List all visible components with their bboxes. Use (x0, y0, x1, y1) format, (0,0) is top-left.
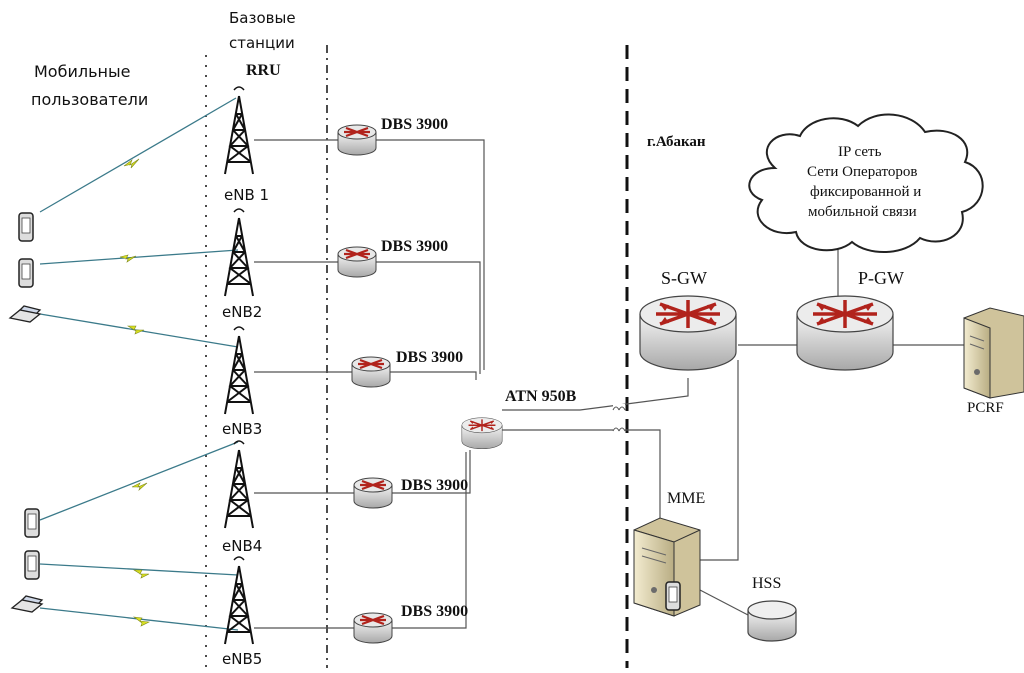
enb2-label: eNB2 (222, 303, 263, 321)
mobile-phone-icon (24, 550, 40, 580)
dbs3-label: DBS 3900 (396, 349, 464, 366)
enb1-tower-icon (224, 86, 254, 175)
mobile-phone-icon (18, 258, 34, 288)
enb3-label: eNB3 (222, 420, 263, 438)
mobile-users-label-2: пользователи (31, 90, 149, 109)
pcrf-label: PCRF (967, 400, 1004, 416)
enb4-tower-icon (224, 440, 254, 529)
enb5-tower-icon (224, 556, 254, 645)
link-breaks (612, 404, 626, 434)
dbs1-router-icon (336, 123, 378, 157)
dbs5-label: DBS 3900 (401, 603, 469, 620)
enb1-label: eNB 1 (224, 186, 270, 204)
mme-server-icon (633, 517, 701, 617)
laptop-icon (9, 305, 41, 323)
sgw-label: S-GW (661, 268, 707, 288)
pgw-label: P-GW (858, 268, 904, 288)
cloud-label-line1: IP сеть (838, 144, 882, 160)
radio-bolts (119, 158, 151, 627)
enb5-label: eNB5 (222, 650, 263, 668)
cloud-label-line3: фиксированной и (810, 184, 922, 200)
mme-label: MME (667, 490, 706, 507)
cloud-label-line2: Сети Операторов (807, 164, 918, 180)
enb2-tower-icon (224, 208, 254, 297)
mobile-users-label: Мобильные (34, 62, 131, 81)
dbs5-router-icon (352, 611, 394, 645)
base-stations-label-2: станции (229, 34, 295, 52)
smartphone-icon (18, 212, 34, 242)
dbs1-label: DBS 3900 (381, 116, 449, 133)
city-label: г.Абакан (647, 134, 706, 150)
hss-database-icon (747, 600, 797, 642)
base-stations-label: Базовые (229, 9, 296, 27)
dbs3-router-icon (350, 355, 392, 389)
smartphone-icon (24, 508, 40, 538)
dbs2-label: DBS 3900 (381, 238, 449, 255)
atn-label: ATN 950B (505, 388, 577, 405)
ip-network-cloud-icon (748, 113, 984, 253)
pgw-router-icon (795, 294, 895, 372)
cloud-label-line4: мобильной связи (808, 204, 917, 220)
hss-label: HSS (752, 575, 782, 592)
rru-label: RRU (246, 62, 281, 79)
dbs4-router-icon (352, 476, 394, 510)
dbs2-router-icon (336, 245, 378, 279)
pcrf-server-icon (963, 307, 1024, 399)
backhaul-links (254, 139, 964, 629)
radio-links (39, 97, 239, 631)
atn-router-icon (461, 416, 503, 450)
laptop-icon (11, 595, 43, 613)
enb4-label: eNB4 (222, 537, 263, 555)
sgw-router-icon (638, 294, 738, 372)
enb3-tower-icon (224, 326, 254, 415)
dbs4-label: DBS 3900 (401, 477, 469, 494)
mme-phone-icon (665, 581, 681, 611)
